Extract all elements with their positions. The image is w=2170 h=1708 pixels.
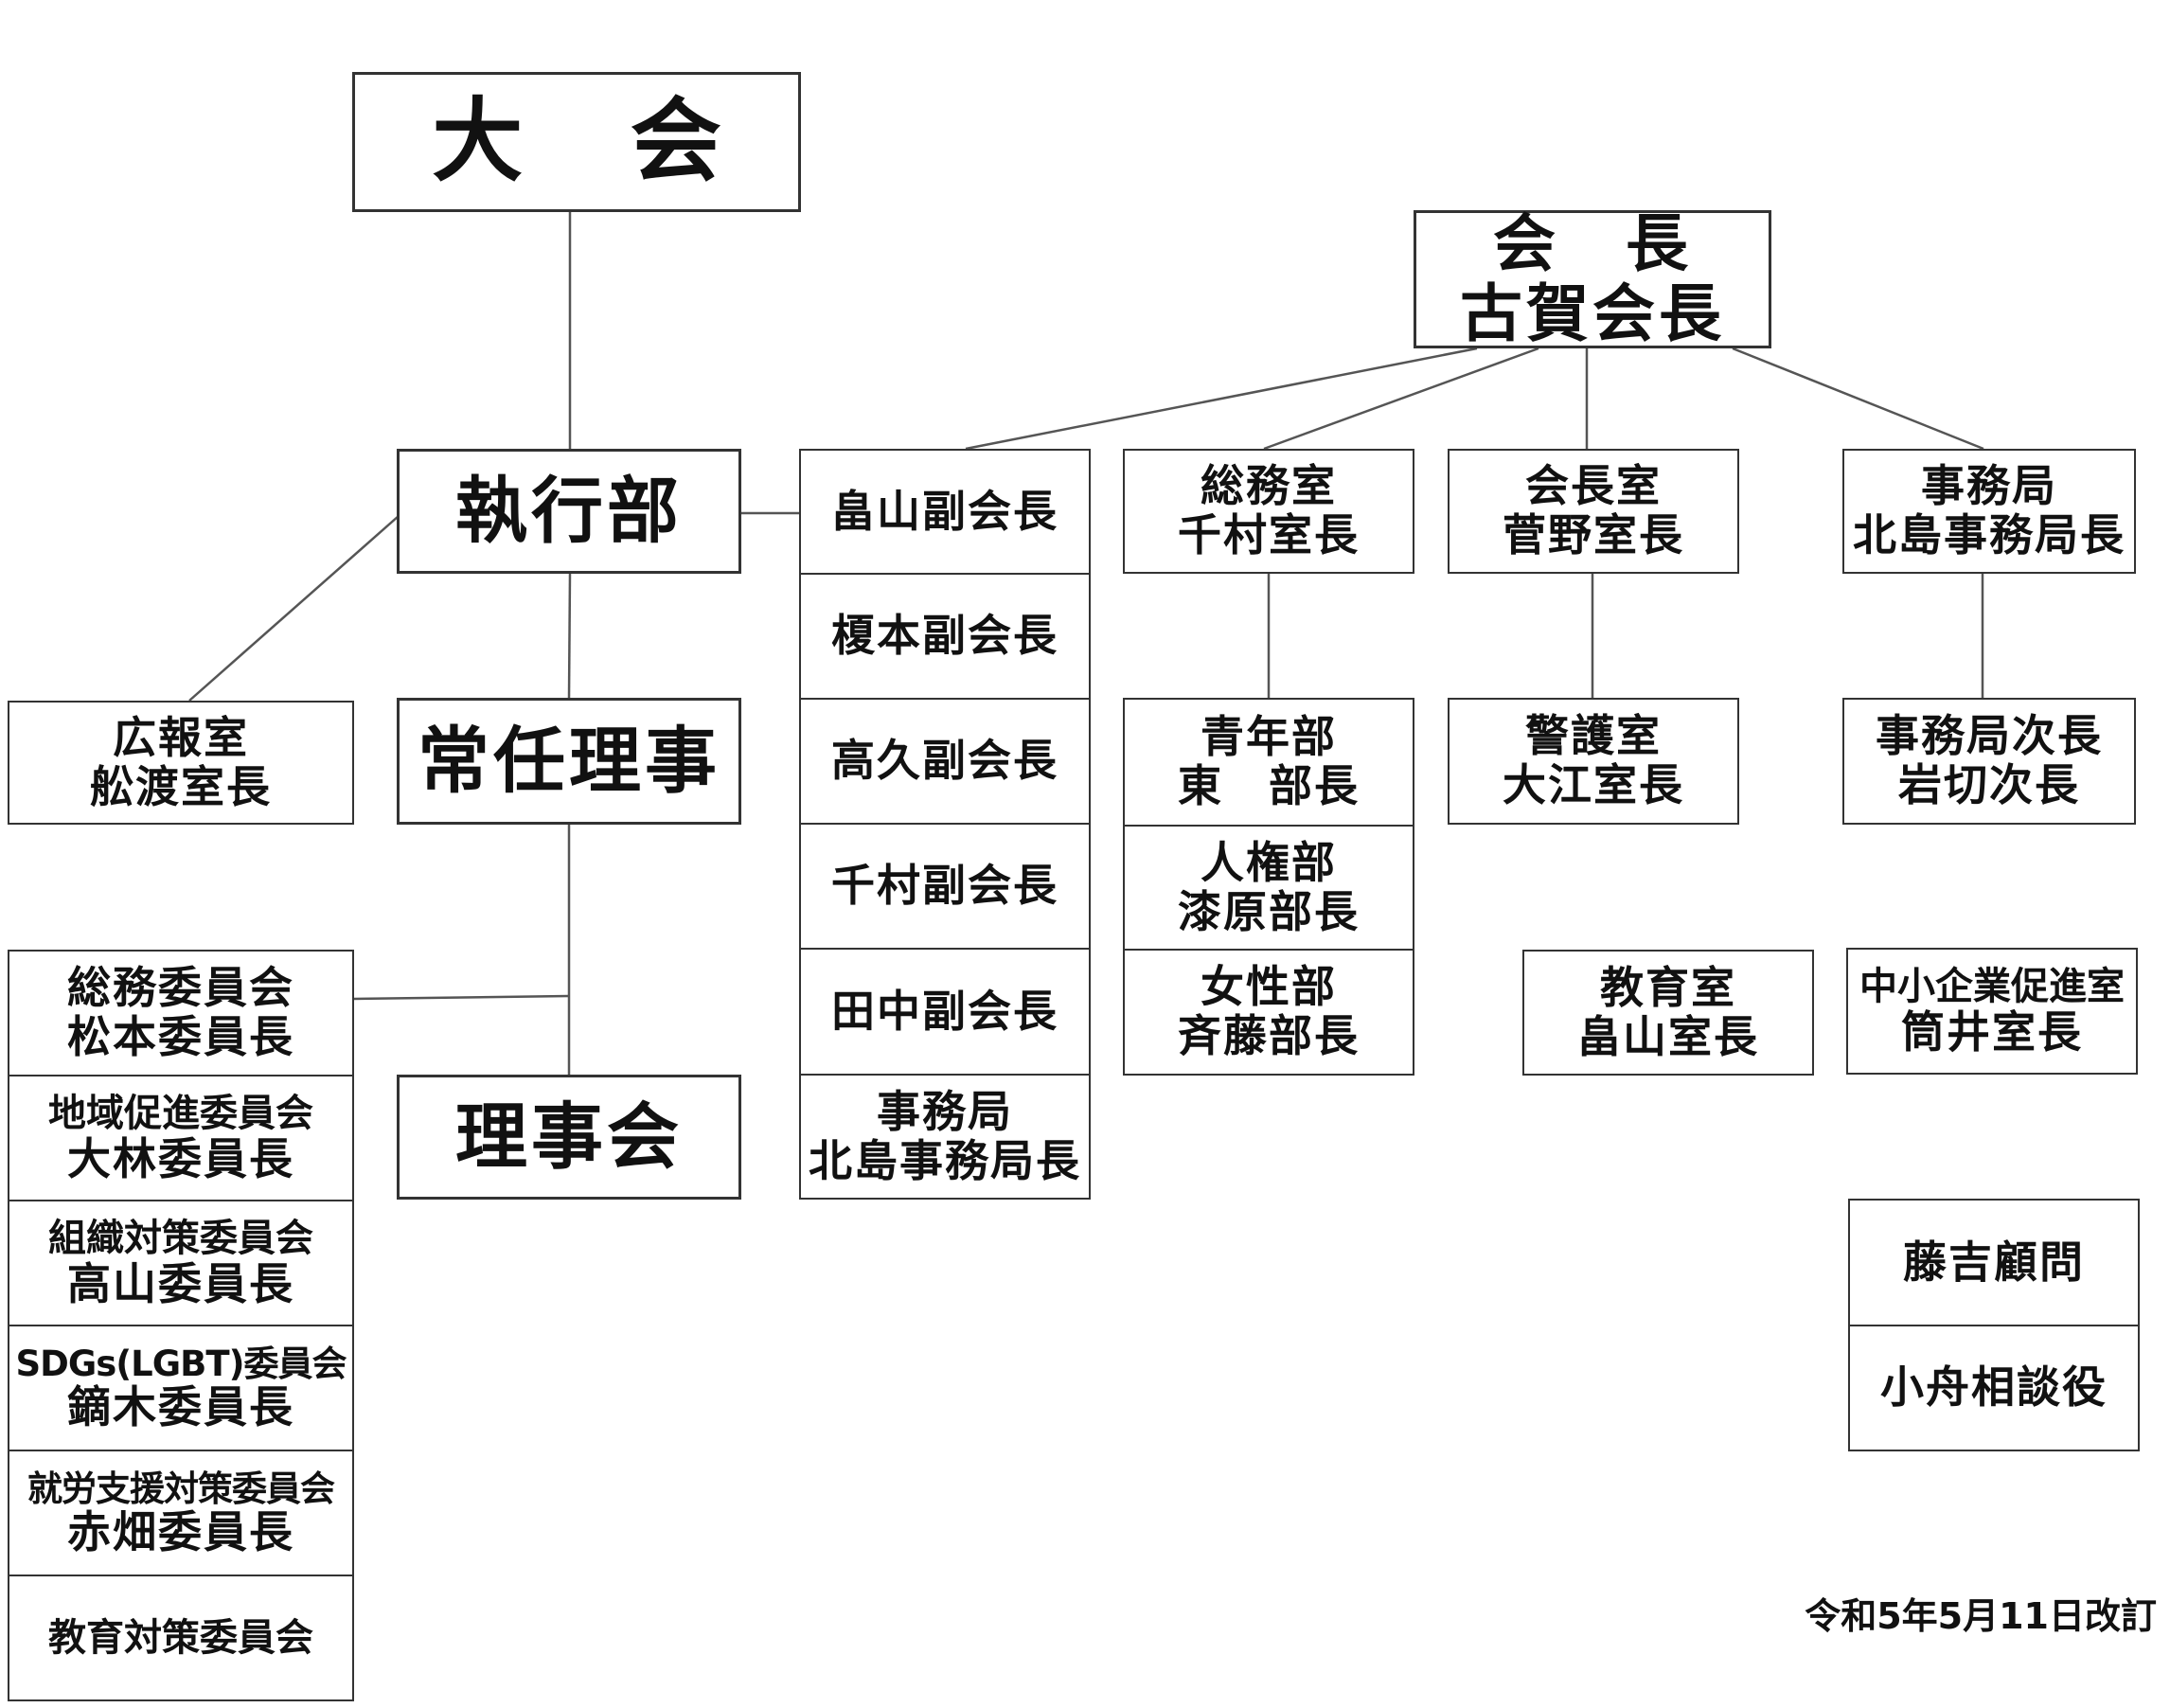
secretariat-box: 事務局 北島事務局長 <box>1842 449 2136 574</box>
vice-president-label: 畠山副会長 <box>831 485 1058 537</box>
committee-line2: 赤畑委員長 <box>67 1505 294 1557</box>
board-of-directors-box: 理事会 <box>397 1075 741 1200</box>
security-office-box: 警護室 大江室長 <box>1448 698 1739 825</box>
committee-line1: 総務委員会 <box>67 962 294 1014</box>
education-office-line2: 畠山室長 <box>1577 1010 1759 1062</box>
committee-line1: 組織対策委員会 <box>48 1216 313 1260</box>
committee-line1: 教育対策委員会 <box>48 1615 313 1660</box>
security-office-line1: 警護室 <box>1525 710 1662 762</box>
vice-president-5: 田中副会長 <box>799 948 1091 1076</box>
committee-line2: 鏑木委員長 <box>67 1380 294 1432</box>
secretariat-line2: 北島事務局長 <box>809 1134 1081 1186</box>
committee-line2: 大林委員長 <box>67 1132 294 1184</box>
committee-sdgs: SDGs(LGBT)委員会 鏑木委員長 <box>8 1325 354 1451</box>
human-rights-department-box: 人権部 漆原部長 <box>1123 825 1414 951</box>
secretariat-line2: 北島事務局長 <box>1853 509 2126 560</box>
general-assembly-label: 大 会 <box>432 88 759 195</box>
consultant-label: 小舟相談役 <box>1880 1361 2108 1414</box>
committee-education: 教育対策委員会 <box>8 1575 354 1701</box>
committee-line1: 地域促進委員会 <box>48 1091 313 1135</box>
president-office-line1: 会長室 <box>1525 460 1662 512</box>
president-box: 会 長 古賀会長 <box>1414 207 1771 350</box>
general-affairs-line2: 千村室長 <box>1178 509 1360 560</box>
president-office-line2: 菅野室長 <box>1503 509 1684 560</box>
human-rights-line2: 漆原部長 <box>1178 885 1360 937</box>
deputy-secretariat-line2: 岩切次長 <box>1898 759 2080 810</box>
committee-line2: 高山委員長 <box>67 1257 294 1309</box>
standing-directors-box: 常任理事 <box>397 698 741 825</box>
committee-line2: 松本委員長 <box>67 1011 294 1062</box>
vice-president-secretariat: 事務局 北島事務局長 <box>799 1074 1091 1200</box>
women-department-line1: 女性部 <box>1201 961 1337 1013</box>
advisor-label: 藤吉顧問 <box>1903 1236 2085 1288</box>
secretariat-line1: 事務局 <box>877 1085 1013 1137</box>
sme-office-line2: 筒井室長 <box>1901 1005 2083 1058</box>
youth-department-line2: 東 部長 <box>1178 760 1360 811</box>
vice-president-label: 千村副会長 <box>831 860 1058 912</box>
sme-office-box: 中小企業促進室 筒井室長 <box>1846 948 2138 1075</box>
general-affairs-office-box: 総務室 千村室長 <box>1123 449 1414 574</box>
vice-president-4: 千村副会長 <box>799 823 1091 950</box>
vice-president-label: 田中副会長 <box>831 985 1058 1037</box>
vice-president-label: 高久副会長 <box>831 735 1058 787</box>
advisor-box: 藤吉顧問 <box>1848 1199 2140 1326</box>
vice-president-label: 榎本副会長 <box>831 610 1058 662</box>
president-name: 古賀会長 <box>1460 277 1725 350</box>
education-office-line1: 教育室 <box>1600 961 1736 1013</box>
sme-office-line1: 中小企業促進室 <box>1859 964 2125 1008</box>
human-rights-line1: 人権部 <box>1201 836 1337 888</box>
deputy-secretariat-line1: 事務局次長 <box>1876 710 2103 762</box>
secretariat-line1: 事務局 <box>1921 460 2057 512</box>
women-department-box: 女性部 斉藤部長 <box>1123 949 1414 1076</box>
president-title: 会 長 <box>1493 207 1692 281</box>
general-assembly-box: 大 会 <box>352 72 801 212</box>
committee-regional: 地域促進委員会 大林委員長 <box>8 1075 354 1201</box>
public-relations-line2: 舩渡室長 <box>90 760 272 812</box>
committee-line1: 就労支援対策委員会 <box>27 1468 335 1509</box>
youth-department-line1: 青年部 <box>1201 711 1337 763</box>
executive-box: 執行部 <box>397 449 741 574</box>
consultant-box: 小舟相談役 <box>1848 1325 2140 1451</box>
committee-employment: 就労支援対策委員会 赤畑委員長 <box>8 1450 354 1576</box>
revision-date: 令和5年5月11日改訂 <box>1805 1595 2157 1637</box>
public-relations-box: 広報室 舩渡室長 <box>8 701 354 825</box>
executive-label: 執行部 <box>455 469 683 554</box>
public-relations-line1: 広報室 <box>113 711 249 763</box>
committee-line1: SDGs(LGBT)委員会 <box>15 1343 347 1384</box>
youth-department-box: 青年部 東 部長 <box>1123 698 1414 827</box>
women-department-line2: 斉藤部長 <box>1178 1010 1360 1061</box>
security-office-line2: 大江室長 <box>1503 759 1684 810</box>
deputy-secretariat-box: 事務局次長 岩切次長 <box>1842 698 2136 825</box>
committee-general-affairs: 総務委員会 松本委員長 <box>8 950 354 1076</box>
vice-president-1: 畠山副会長 <box>799 449 1091 575</box>
president-office-box: 会長室 菅野室長 <box>1448 449 1739 574</box>
education-office-box: 教育室 畠山室長 <box>1522 950 1814 1076</box>
vice-president-3: 高久副会長 <box>799 698 1091 825</box>
committee-organization: 組織対策委員会 高山委員長 <box>8 1200 354 1326</box>
vice-president-2: 榎本副会長 <box>799 573 1091 700</box>
standing-directors-label: 常任理事 <box>418 719 720 804</box>
board-of-directors-label: 理事会 <box>455 1094 683 1180</box>
general-affairs-line1: 総務室 <box>1201 460 1337 512</box>
